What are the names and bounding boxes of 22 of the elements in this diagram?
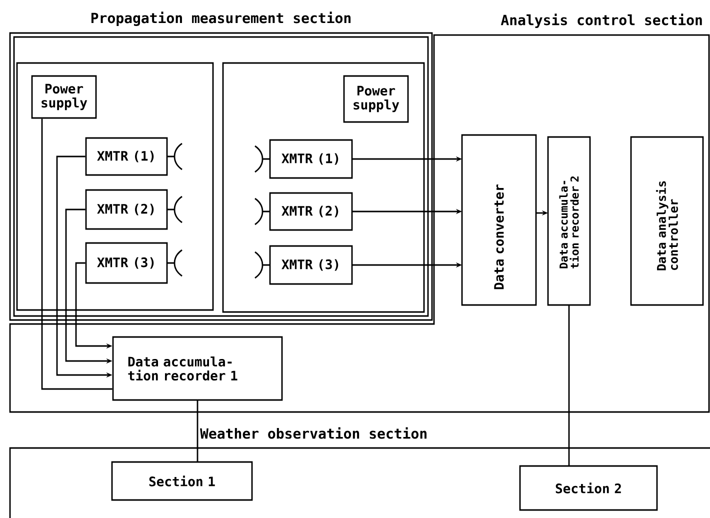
unit-box: Section 1 [111, 461, 253, 501]
unit-box: Data accumula- tion recorder 1 [112, 336, 283, 401]
connector [568, 305, 570, 466]
unit-box: Section 2 [519, 465, 658, 511]
panel-box [222, 62, 425, 313]
unit-box: Data accumula- tion recorder 2 [547, 136, 591, 306]
section-title: Analysis control section [500, 14, 702, 28]
unit-box: XMTR (2) [85, 189, 168, 230]
section-title: Propagation measurement section [91, 12, 351, 26]
unit-box: XMTR (3) [269, 245, 353, 285]
unit-box: Power supply [343, 75, 409, 123]
connector [196, 400, 198, 462]
connector [41, 118, 112, 390]
section-title: Weather observation section [200, 427, 426, 439]
panel-box [16, 62, 214, 311]
unit-box: XMTR (3) [85, 242, 168, 284]
unit-box: Data analysis controller [630, 136, 704, 306]
unit-box: Data converter [461, 134, 537, 306]
unit-box: XMTR (1) [269, 139, 353, 179]
unit-box: XMTR (1) [85, 137, 168, 176]
unit-box: Power supply [31, 75, 97, 119]
unit-box: XMTR (2) [269, 192, 353, 231]
